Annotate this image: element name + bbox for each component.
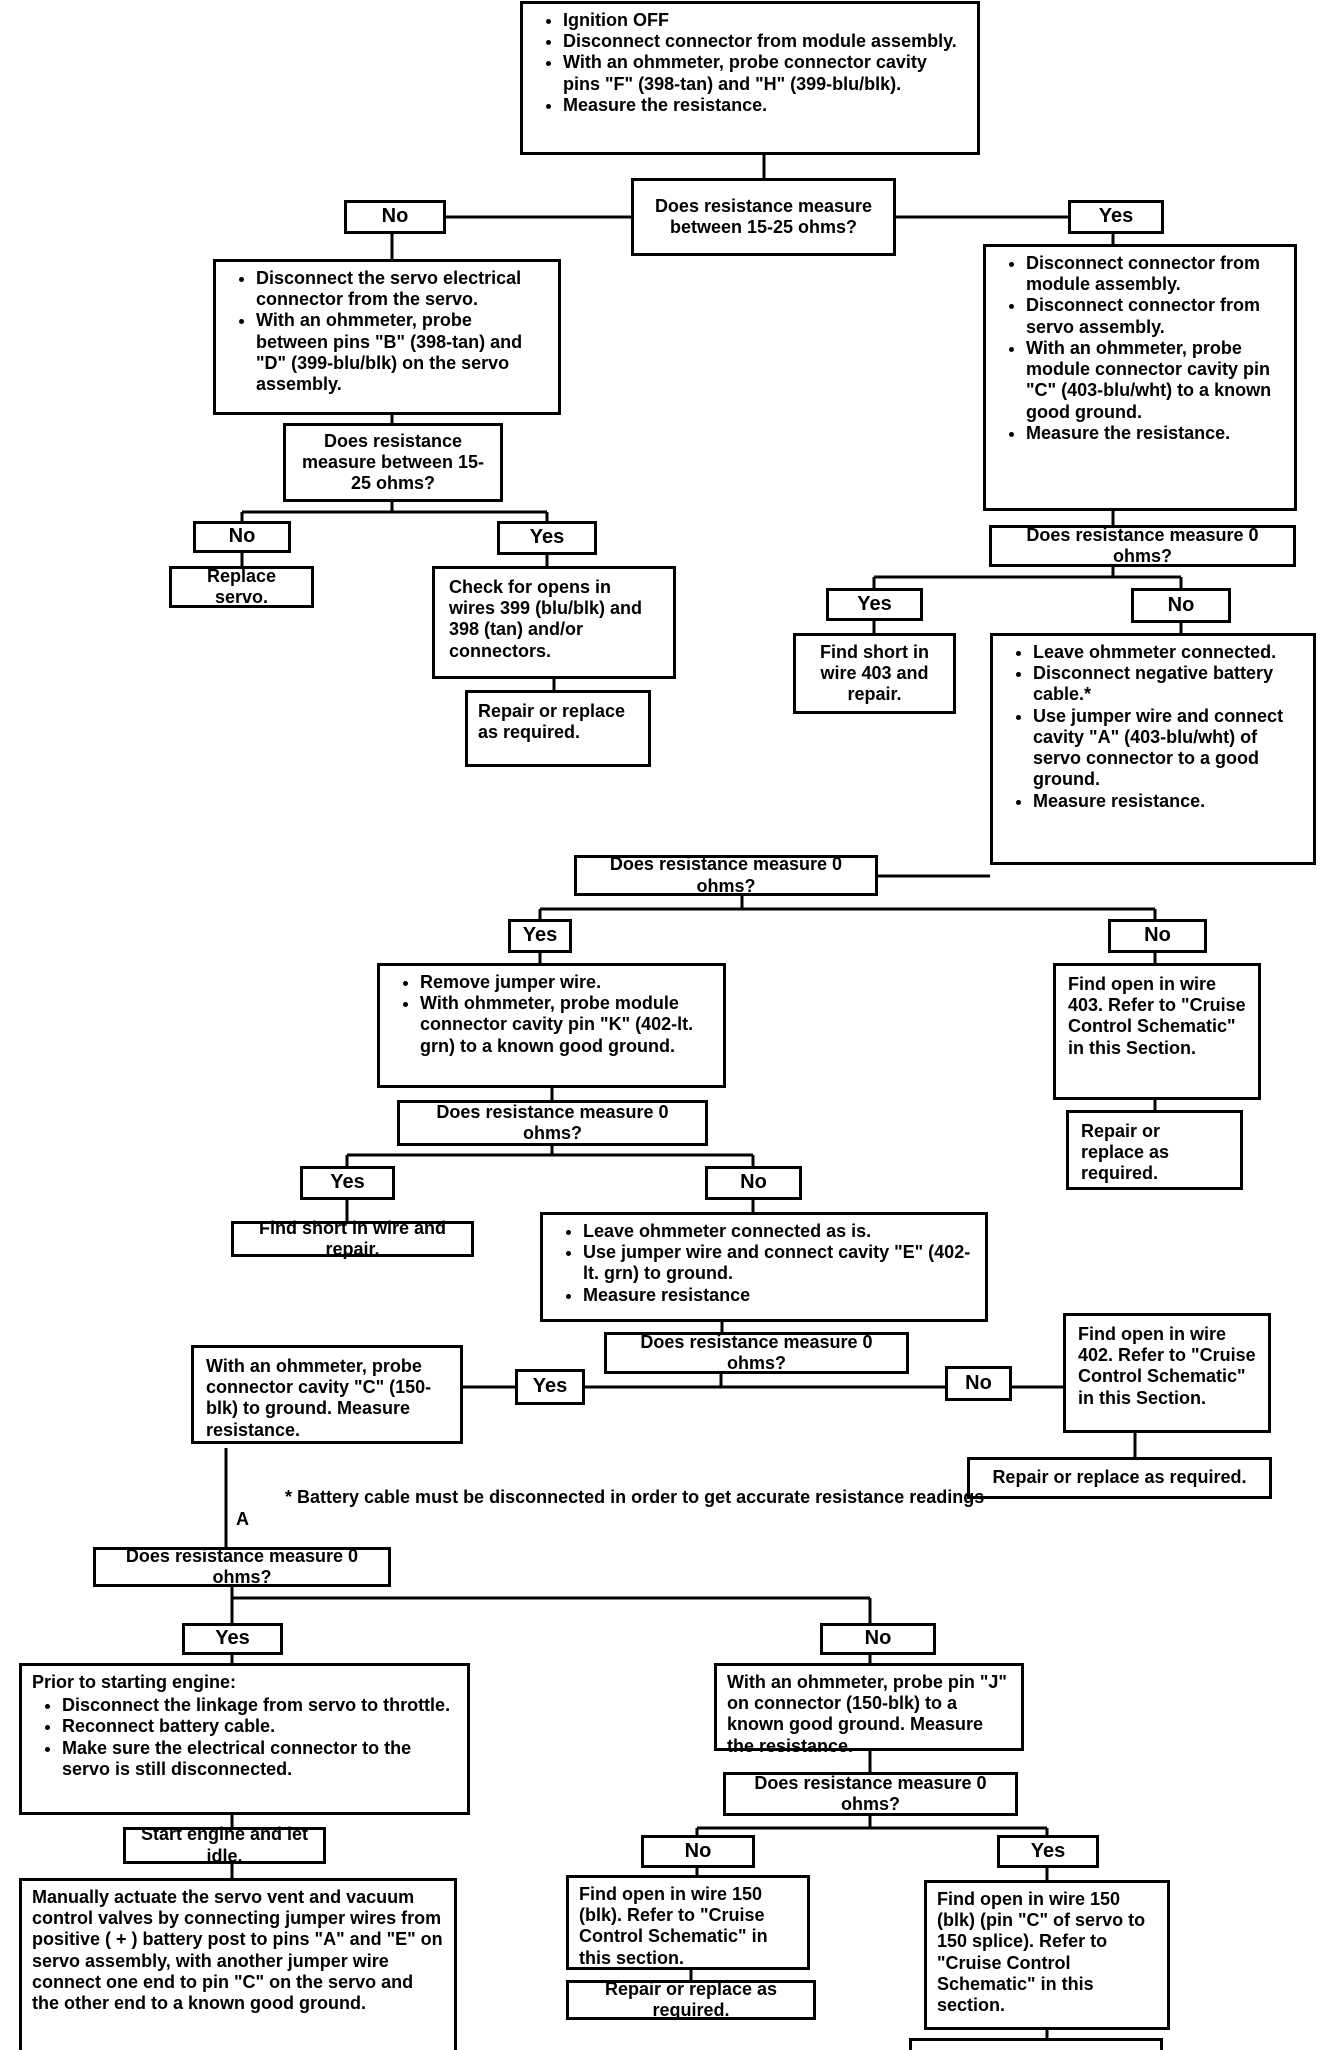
bullet-item: Disconnect negative battery cable.* — [1033, 663, 1303, 705]
bullet-item: Leave ohmmeter connected as is. — [583, 1221, 975, 1242]
remove-jumper-bullets: Remove jumper wire. With ohmmeter, probe… — [390, 972, 713, 1057]
bullet-item: With an ohmmeter, probe connector cavity… — [563, 52, 967, 94]
disconnect-module-box: Disconnect connector from module assembl… — [983, 244, 1297, 511]
question-zero-ohms: Does resistance measure 0 ohms? — [93, 1546, 391, 1587]
branch-no-label: No — [1131, 588, 1231, 623]
replace-servo-box: Replace servo. — [169, 566, 314, 608]
find-open-402-box: Find open in wire 402. Refer to "Cruise … — [1063, 1313, 1271, 1433]
branch-yes-label: Yes — [182, 1623, 283, 1655]
branch-no-label: No — [705, 1166, 802, 1200]
bullet-item: Remove jumper wire. — [420, 972, 713, 993]
servo-bullets: Disconnect the servo electrical connecto… — [226, 268, 548, 395]
prior-bullets: Disconnect the linkage from servo to thr… — [32, 1695, 457, 1780]
bullet-item: With an ohmmeter, probe module connector… — [1026, 338, 1284, 423]
repair-or-replace-box: Repair or replace as required. — [465, 690, 651, 767]
prior-to-start-box: Prior to starting engine: Disconnect the… — [19, 1663, 470, 1815]
start-instructions-box: Ignition OFF Disconnect connector from m… — [520, 1, 980, 155]
bullet-item: Make sure the electrical connector to th… — [62, 1738, 457, 1780]
bullet-item: Disconnect connector from servo assembly… — [1026, 295, 1284, 337]
bullet-item: Ignition OFF — [563, 10, 967, 31]
disconnect-servo-box: Disconnect the servo electrical connecto… — [213, 259, 561, 415]
bullet-item: Disconnect connector from module assembl… — [563, 31, 967, 52]
bullet-item: Disconnect the servo electrical connecto… — [256, 268, 548, 310]
branch-no-label: No — [641, 1835, 755, 1868]
bullet-item: Disconnect the linkage from servo to thr… — [62, 1695, 457, 1716]
prior-lead-text: Prior to starting engine: — [32, 1672, 237, 1692]
question-zero-ohms: Does resistance measure 0 ohms? — [604, 1332, 909, 1374]
branch-yes-label: Yes — [997, 1835, 1099, 1868]
branch-yes-label: Yes — [826, 588, 923, 621]
bullet-item: With ohmmeter, probe module connector ca… — [420, 993, 713, 1057]
module-bullets: Disconnect connector from module assembl… — [996, 253, 1284, 444]
repair-or-replace-box: Repair or replace as required. — [566, 1979, 816, 2020]
marker-a-label: A — [236, 1509, 249, 1529]
start-bullets: Ignition OFF Disconnect connector from m… — [533, 10, 967, 116]
partial-cut-off-box — [909, 2038, 1163, 2050]
leave-ohmmeter-bullets: Leave ohmmeter connected as is. Use jump… — [553, 1221, 975, 1306]
question-resistance-15-25: Does resistance measure between 15-25 oh… — [631, 178, 896, 256]
bullet-item: Measure resistance. — [1033, 791, 1303, 812]
find-open-150-box: Find open in wire 150 (blk). Refer to "C… — [566, 1875, 810, 1970]
question-zero-ohms: Does resistance measure 0 ohms? — [397, 1100, 708, 1146]
find-open-150-splice-box: Find open in wire 150 (blk) (pin "C" of … — [924, 1880, 1170, 2030]
branch-yes-label: Yes — [497, 521, 597, 555]
branch-no-label: No — [1108, 919, 1207, 953]
branch-yes-label: Yes — [1068, 200, 1164, 234]
bullet-item: With an ohmmeter, probe between pins "B"… — [256, 310, 548, 395]
remove-jumper-box: Remove jumper wire. With ohmmeter, probe… — [377, 963, 726, 1088]
question-servo-resistance: Does resistance measure between 15-25 oh… — [283, 423, 503, 502]
branch-no-label: No — [193, 521, 291, 553]
question-zero-ohms: Does resistance measure 0 ohms? — [723, 1772, 1018, 1816]
question-zero-ohms: Does resistance measure 0 ohms? — [989, 525, 1296, 567]
jumper-bullets: Leave ohmmeter connected. Disconnect neg… — [1003, 642, 1303, 812]
branch-yes-label: Yes — [300, 1166, 395, 1200]
branch-no-label: No — [820, 1623, 936, 1655]
bullet-item: Measure the resistance. — [563, 95, 967, 116]
find-short-wire-box: Find short in wire and repair. — [231, 1218, 474, 1259]
repair-or-replace-box: Repair or replace as required. — [1066, 1110, 1243, 1190]
branch-no-label: No — [344, 200, 446, 234]
bullet-item: Reconnect battery cable. — [62, 1716, 457, 1737]
start-engine-box: Start engine and let idle. — [123, 1824, 326, 1866]
leave-ohmmeter-box: Leave ohmmeter connected as is. Use jump… — [540, 1212, 988, 1322]
branch-no-label: No — [945, 1366, 1012, 1401]
repair-or-replace-box: Repair or replace as required. — [967, 1457, 1272, 1499]
question-zero-ohms: Does resistance measure 0 ohms? — [574, 854, 878, 896]
bullet-item: Measure resistance — [583, 1285, 975, 1306]
branch-yes-label: Yes — [515, 1369, 585, 1405]
bullet-item: Measure the resistance. — [1026, 423, 1284, 444]
jumper-wire-box: Leave ohmmeter connected. Disconnect neg… — [990, 633, 1316, 865]
bullet-item: Use jumper wire and connect cavity "E" (… — [583, 1242, 975, 1284]
bullet-item: Disconnect connector from module assembl… — [1026, 253, 1284, 295]
bullet-item: Leave ohmmeter connected. — [1033, 642, 1303, 663]
find-short-403-box: Find short in wire 403 and repair. — [793, 633, 956, 714]
footnote-text: * Battery cable must be disconnected in … — [285, 1487, 985, 1507]
bullet-item: Use jumper wire and connect cavity "A" (… — [1033, 706, 1303, 791]
check-opens-box: Check for opens in wires 399 (blu/blk) a… — [432, 566, 676, 679]
probe-cavity-c-box: With an ohmmeter, probe connector cavity… — [191, 1345, 463, 1444]
branch-yes-label: Yes — [508, 919, 572, 953]
probe-pin-j-box: With an ohmmeter, probe pin "J" on conne… — [714, 1663, 1024, 1756]
manual-actuate-box: Manually actuate the servo vent and vacu… — [19, 1878, 457, 2050]
find-open-403-box: Find open in wire 403. Refer to "Cruise … — [1053, 963, 1261, 1100]
